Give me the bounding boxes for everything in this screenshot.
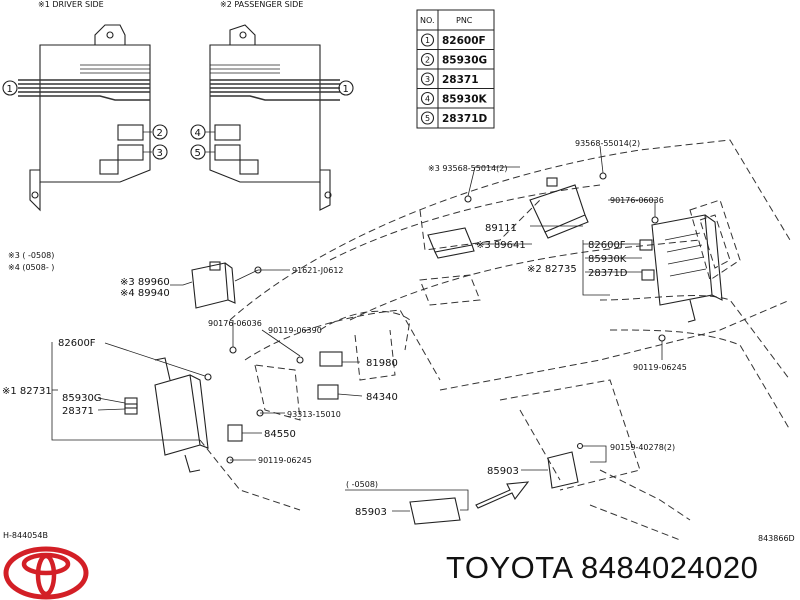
note-4: ※4 (0508- ) (8, 263, 54, 272)
pnc-row-1: 82600F (442, 35, 486, 47)
driver-side-title: ※1 DRIVER SIDE (38, 0, 104, 9)
pnc-row-2: 85930G (442, 55, 487, 67)
label-82600F-b: 82600F (58, 338, 96, 349)
pnc-row-3: 28371 (442, 74, 479, 86)
label-93568-a: ※3 93568-55014(2) (428, 164, 507, 173)
label-90119-c: 90119-06245 (633, 363, 687, 372)
code-right: 843866D (758, 534, 795, 543)
label-91621: 91621-J0612 (292, 266, 344, 275)
pnc-row-5: 28371D (442, 113, 488, 125)
svg-text:3: 3 (425, 75, 430, 84)
passenger-side-title: ※2 PASSENGER SIDE (220, 0, 303, 9)
part-85903-lower (409, 497, 461, 525)
callout-1-left: 1 (2, 80, 18, 96)
note-0508: ( -0508) (346, 480, 378, 489)
svg-text:1: 1 (343, 84, 349, 95)
part-85903-upper (547, 442, 584, 489)
callout-2: 2 (152, 124, 168, 140)
part-82735-junction-block (639, 214, 723, 323)
label-89940: ※4 89940 (120, 288, 170, 299)
footer-brand-text: TOYOTA 8484024020 (446, 550, 759, 585)
part-89641-sensor (427, 227, 475, 259)
label-93568-b: 93568-55014(2) (575, 139, 640, 148)
part-labels: ※3 93568-55014(2) 93568-55014(2) 89111 ※… (2, 139, 795, 543)
pnc-table: NO. PNC 1 82600F 2 85930G 3 28371 4 8593… (416, 9, 495, 129)
svg-text:4: 4 (425, 95, 430, 104)
label-84340: 84340 (366, 392, 398, 403)
label-90176-a: 90176-06036 (610, 196, 664, 205)
label-89111: 89111 (485, 223, 517, 234)
label-28371: 28371 (62, 406, 94, 417)
label-93313: 93313-15010 (287, 410, 341, 419)
svg-text:5: 5 (425, 114, 430, 123)
callout-4: 4 (190, 124, 206, 140)
label-82600F-a: 82600F (588, 240, 626, 251)
label-82735: ※2 82735 (527, 264, 577, 275)
driver-side-inset: ※1 DRIVER SIDE (18, 0, 152, 212)
callout-3: 3 (152, 144, 168, 160)
label-89641: ※3 89641 (476, 240, 526, 251)
part-84340-switch (317, 384, 339, 400)
part-81980-switch (296, 351, 343, 367)
label-85930K: 85930K (588, 254, 627, 265)
svg-text:4: 4 (195, 128, 201, 139)
svg-text:3: 3 (157, 148, 163, 159)
code-left: H-844054B (3, 531, 48, 540)
label-90176-b: 90176-06036 (208, 319, 262, 328)
label-28371D: 28371D (588, 268, 628, 279)
part-82731-junction-block (124, 357, 209, 473)
pnc-row-4: 85930K (442, 94, 488, 106)
leader-lines (51, 145, 663, 512)
dashboard-outline (199, 139, 791, 541)
direction-arrow (475, 481, 530, 509)
svg-text:2: 2 (425, 56, 430, 65)
svg-text:1: 1 (7, 84, 13, 95)
part-89111-ecu (529, 177, 589, 239)
pnc-header-no: NO. (420, 16, 435, 25)
part-89960-module (191, 261, 236, 309)
note-3: ※3 ( -0508) (8, 251, 54, 260)
callout-1-right: 1 (338, 80, 354, 96)
passenger-side-inset: ※2 PASSENGER SIDE (205, 0, 340, 211)
toyota-logo (3, 546, 89, 600)
pnc-header-pnc: PNC (456, 16, 473, 25)
label-90119-b: 90119-06245 (258, 456, 312, 465)
label-85903-b: 85903 (355, 507, 387, 518)
svg-text:2: 2 (157, 128, 163, 139)
callout-5: 5 (190, 144, 206, 160)
label-90119-a: 90119-06390 (268, 326, 322, 335)
svg-text:1: 1 (425, 36, 430, 45)
label-81980: 81980 (366, 358, 398, 369)
svg-text:5: 5 (195, 148, 201, 159)
label-89960: ※3 89960 (120, 277, 170, 288)
label-85930G: 85930G (62, 393, 102, 404)
label-84550: 84550 (264, 429, 296, 440)
label-85903-a: 85903 (487, 466, 519, 477)
label-90159: 90159-40278(2) (610, 443, 675, 452)
label-82731: ※1 82731 (2, 386, 52, 397)
